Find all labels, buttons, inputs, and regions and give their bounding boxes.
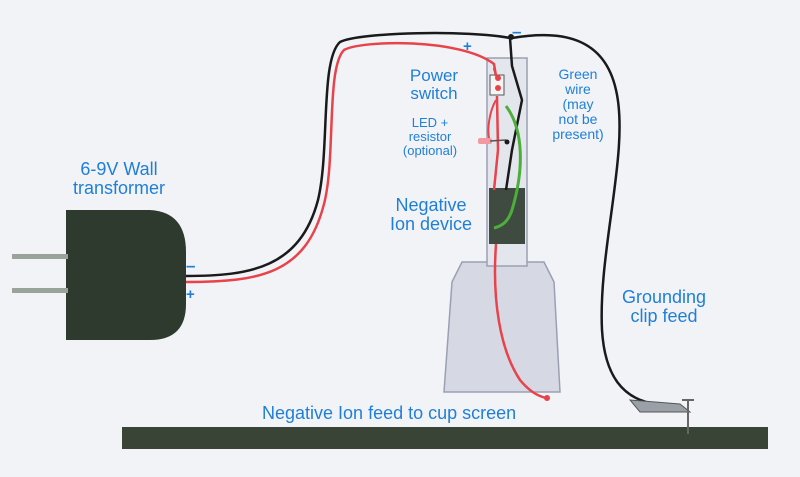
green-wire-label-line2: wire (565, 81, 591, 98)
led-label-line1: LED + (411, 115, 449, 130)
led-label-line3: (optional) (402, 143, 458, 159)
top-minus-sign: – (512, 22, 522, 41)
transformer-label-line1: 6-9V Wall (80, 159, 158, 179)
power-switch-label-line1: Power (409, 66, 459, 85)
led-lead (489, 139, 507, 142)
black-junction-mid (504, 139, 510, 145)
transformer-minus-sign: – (186, 256, 196, 275)
green-wire-label-line1: Green (558, 66, 598, 82)
base-board (122, 427, 768, 449)
power-switch-label-line2: switch (410, 84, 458, 104)
grounding-clip (628, 399, 692, 413)
green-wire-label-line3: (may (562, 96, 594, 113)
ion-device-label-line2: Ion device (389, 214, 473, 235)
led-resistor (478, 138, 492, 144)
black-wire-column (504, 37, 524, 191)
grounding-label-line2: clip feed (630, 306, 698, 327)
transformer-prong-top (12, 254, 68, 259)
transformer-label-line2: transformer (72, 178, 166, 199)
grounding-label-line1: Grounding (621, 287, 707, 307)
black-wire-transformer (185, 31, 511, 278)
led-label-line2: resistor (408, 129, 452, 145)
ion-feed-label: Negative Ion feed to cup screen (262, 403, 517, 423)
transformer-prong-bottom (12, 288, 68, 293)
green-wire (493, 105, 522, 230)
black-junction-top (508, 34, 514, 40)
stand-cone (443, 261, 561, 393)
switch-terminal-1 (495, 75, 501, 81)
switch-terminal-2 (495, 85, 501, 91)
negative-ion-device (489, 188, 525, 244)
led-resistor-label: LED + resistor (optional) (388, 115, 472, 159)
green-wire-label-line4: not be (558, 111, 598, 128)
transformer-plus-sign: + (186, 286, 195, 303)
green-wire-label-line5: present) (552, 126, 604, 143)
green-wire-label: Green wire (may not be present) (536, 66, 620, 143)
transformer-label: 6-9V Wall transformer (44, 159, 194, 199)
power-switch-label: Power switch (398, 66, 470, 104)
red-wire-transformer (185, 41, 498, 284)
red-wire-column (492, 95, 547, 400)
black-wire-grounding (511, 33, 647, 404)
red-wire-end (544, 395, 550, 401)
ion-device-label-line1: Negative (395, 195, 467, 215)
top-plus-sign: + (463, 38, 472, 55)
ion-device-label: Negative Ion device (382, 195, 480, 235)
wall-transformer (66, 210, 186, 340)
grounding-label: Grounding clip feed (604, 287, 724, 327)
